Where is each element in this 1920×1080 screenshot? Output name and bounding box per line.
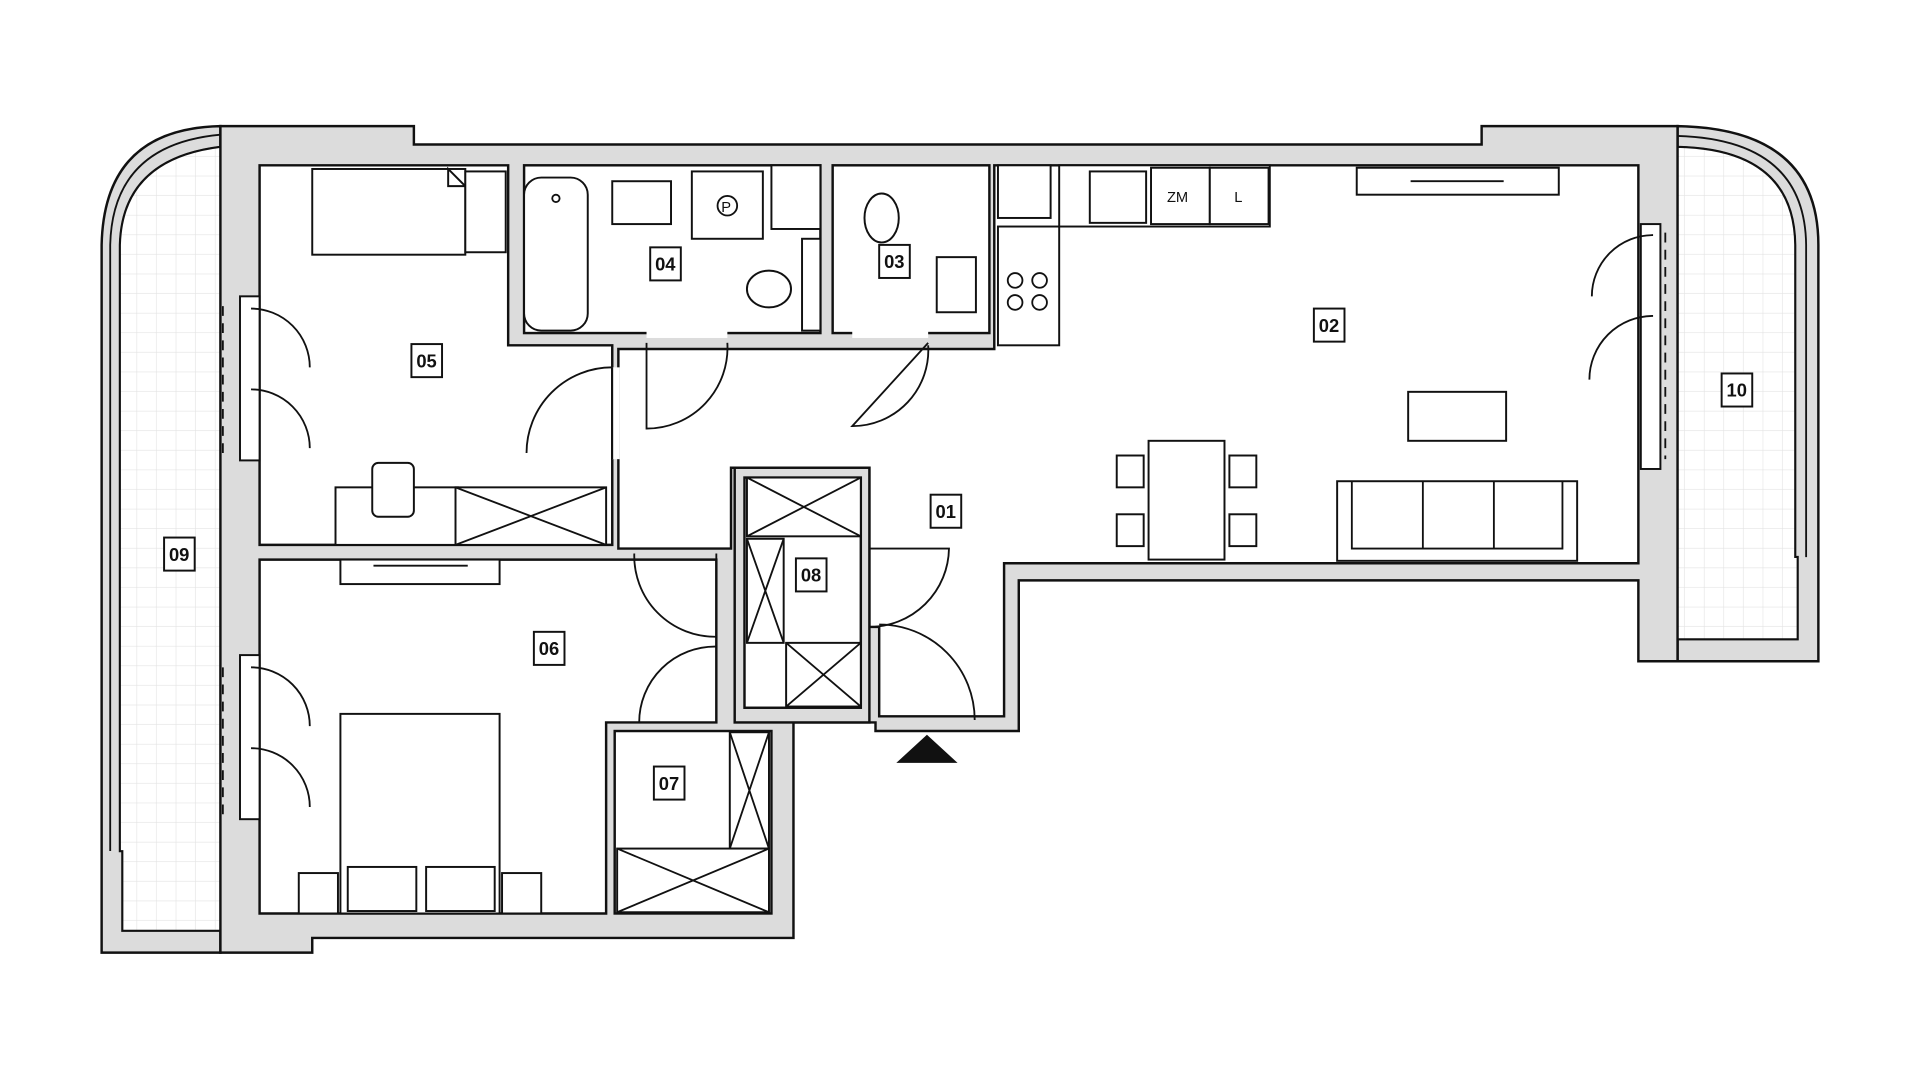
label-09: 09 [163,536,196,572]
furniture: P ZM L [297,164,1579,915]
svg-text:02: 02 [1319,315,1339,336]
label-03: 03 [878,243,911,279]
label-02: 02 [1312,307,1346,343]
svg-text:06: 06 [539,638,559,659]
windows [221,223,1667,821]
label-04: 04 [649,246,682,282]
fridge-label: L [1234,190,1242,206]
label-10: 10 [1720,372,1754,408]
svg-text:10: 10 [1727,380,1747,401]
room-labels: 01 02 03 04 05 06 07 08 09 10 [163,243,1754,801]
boiler-label: P [721,200,731,216]
balcony-09 [100,124,222,954]
svg-text:09: 09 [169,544,189,565]
svg-text:03: 03 [884,251,904,272]
entrance-arrow-icon [896,734,958,763]
svg-text:08: 08 [801,565,821,586]
doors [525,328,976,724]
label-01: 01 [929,493,963,529]
svg-text:07: 07 [659,773,679,794]
fridge-freezer-label: ZM [1167,190,1188,206]
label-08: 08 [794,557,828,593]
label-05: 05 [410,343,444,379]
svg-text:04: 04 [655,254,676,275]
label-06: 06 [532,630,566,666]
svg-text:01: 01 [936,501,956,522]
svg-text:05: 05 [416,350,436,371]
label-07: 07 [652,765,686,801]
